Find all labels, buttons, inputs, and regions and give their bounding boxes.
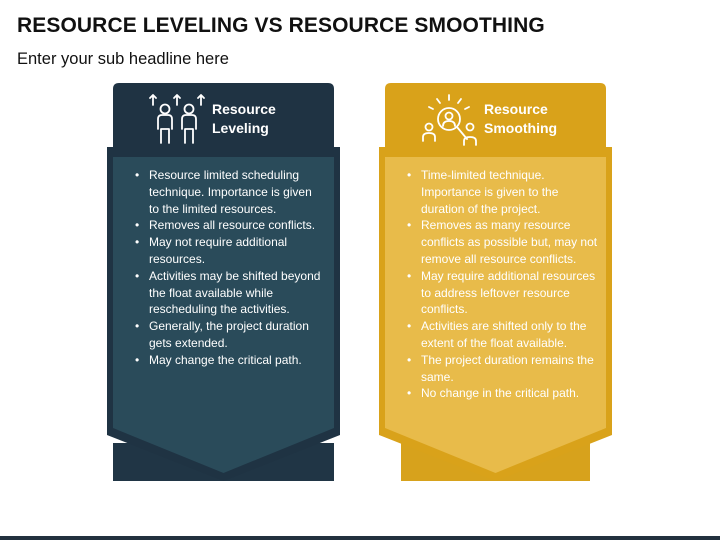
list-item: Resource limited scheduling technique. I… (135, 167, 325, 217)
leveling-title-line1: Resource (212, 101, 276, 117)
people-arrows-up-icon (149, 94, 205, 144)
leveling-card-header: Resource Leveling (107, 83, 340, 157)
smoothing-card-header: Resource Smoothing (379, 83, 612, 157)
smoothing-points-list: Time-limited technique. Importance is gi… (393, 167, 603, 402)
list-item: May require additional resources to addr… (407, 268, 603, 318)
list-item: Removes all resource conflicts. (135, 217, 325, 234)
leveling-title-line2: Leveling (212, 120, 269, 136)
list-item: Time-limited technique. Importance is gi… (407, 167, 603, 217)
list-item: May not require additional resources. (135, 234, 325, 268)
list-item: Generally, the project duration gets ext… (135, 318, 325, 352)
list-item: May change the critical path. (135, 352, 325, 369)
smoothing-title-line1: Resource (484, 101, 548, 117)
resource-leveling-card: Resource Leveling Resource limited sched… (107, 83, 340, 495)
list-item: The project duration remains the same. (407, 352, 603, 386)
bottom-accent-bar (0, 536, 720, 540)
list-item: Activities may be shifted beyond the flo… (135, 268, 325, 318)
page-title: RESOURCE LEVELING VS RESOURCE SMOOTHING (17, 14, 545, 37)
magnifier-people-icon (422, 94, 477, 146)
smoothing-title-line2: Smoothing (484, 120, 558, 136)
list-item: Activities are shifted only to the exten… (407, 318, 603, 352)
leveling-card-title: Resource Leveling (212, 100, 324, 138)
list-item: No change in the critical path. (407, 385, 603, 402)
page-subtitle: Enter your sub headline here (17, 50, 229, 68)
list-item: Removes as many resource conflicts as po… (407, 217, 603, 267)
resource-smoothing-card: Resource Smoothing Time-limited techniqu… (379, 83, 612, 495)
smoothing-card-title: Resource Smoothing (484, 100, 596, 138)
leveling-points-list: Resource limited scheduling technique. I… (121, 167, 325, 369)
